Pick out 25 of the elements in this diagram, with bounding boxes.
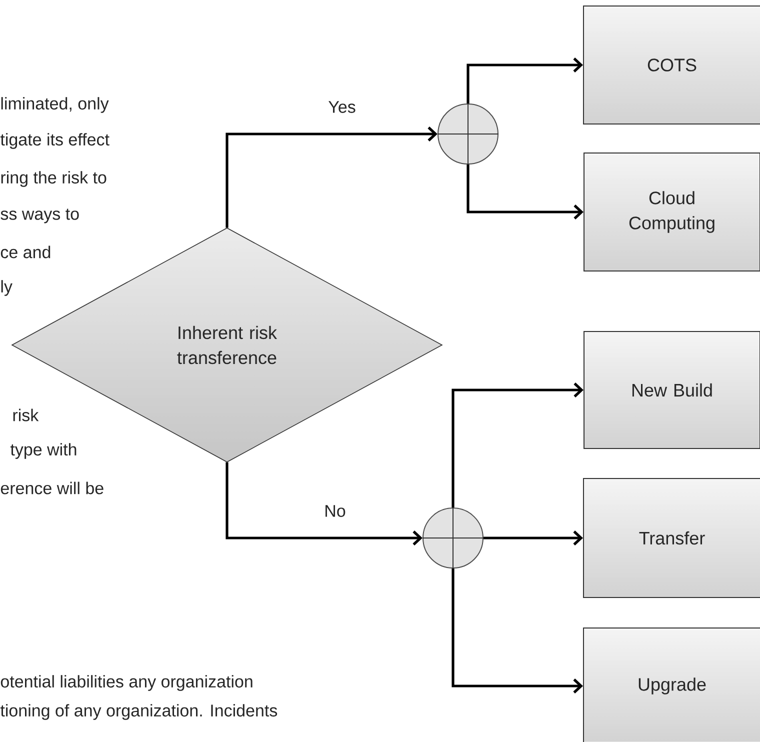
text-fragment: erence will be [0,482,104,494]
text-fragment: type with [10,443,76,459]
edge-label: No [323,504,347,518]
text-fragment: ring the risk to [1,171,106,187]
arrow [452,568,583,694]
text-fragment: otential liabilities any organization [0,675,252,691]
process-box: Cloud Computing [584,152,760,272]
text-fragment: risk [13,408,39,422]
arrow [466,164,584,220]
text-fragment: liminated, only [1,97,109,113]
process-box: Transfer [583,478,760,598]
arrow [484,530,583,546]
junction-circle [422,507,484,569]
edge-label: Yes [327,100,357,114]
junction-circle [437,103,499,165]
text-fragment: ly [1,280,12,296]
process-box: New Build [584,331,760,449]
arrow [226,126,438,228]
arrow [452,382,584,508]
text-fragment: tigate its effect [0,133,110,149]
process-box: Upgrade [583,628,760,742]
arrow [226,462,422,546]
text-fragment: tioning of any organization. Incidents [0,704,278,720]
arrow [466,58,583,104]
process-box: COTS [583,6,760,124]
